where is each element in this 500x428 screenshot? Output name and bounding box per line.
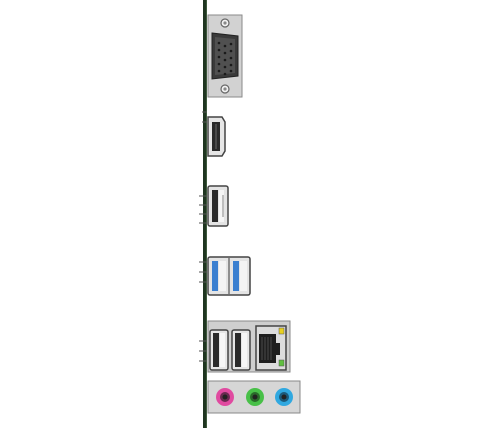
usb2-port-single xyxy=(207,185,229,227)
usb3-tongue-right xyxy=(233,261,239,291)
usb2-port-stack-left xyxy=(209,329,229,371)
usb-tongue xyxy=(212,190,218,222)
usb2-port-stack-right xyxy=(231,329,251,371)
audio-jack-green xyxy=(246,388,264,406)
lan-led-right xyxy=(278,359,285,367)
usb3-tongue-left xyxy=(212,261,218,291)
lan-led-left xyxy=(278,327,285,335)
vga-pins xyxy=(217,41,233,76)
hdmi-port xyxy=(207,116,226,157)
lan-socket xyxy=(259,334,276,363)
audio-jacks xyxy=(207,380,301,414)
usb3-port-stack xyxy=(207,256,251,296)
audio-jack-pink xyxy=(216,388,234,406)
edge-pins xyxy=(199,111,207,362)
lan-port xyxy=(255,325,287,371)
usb-lan-combo xyxy=(207,320,291,373)
audio-jack-blue xyxy=(275,388,293,406)
vga-port xyxy=(207,14,243,98)
